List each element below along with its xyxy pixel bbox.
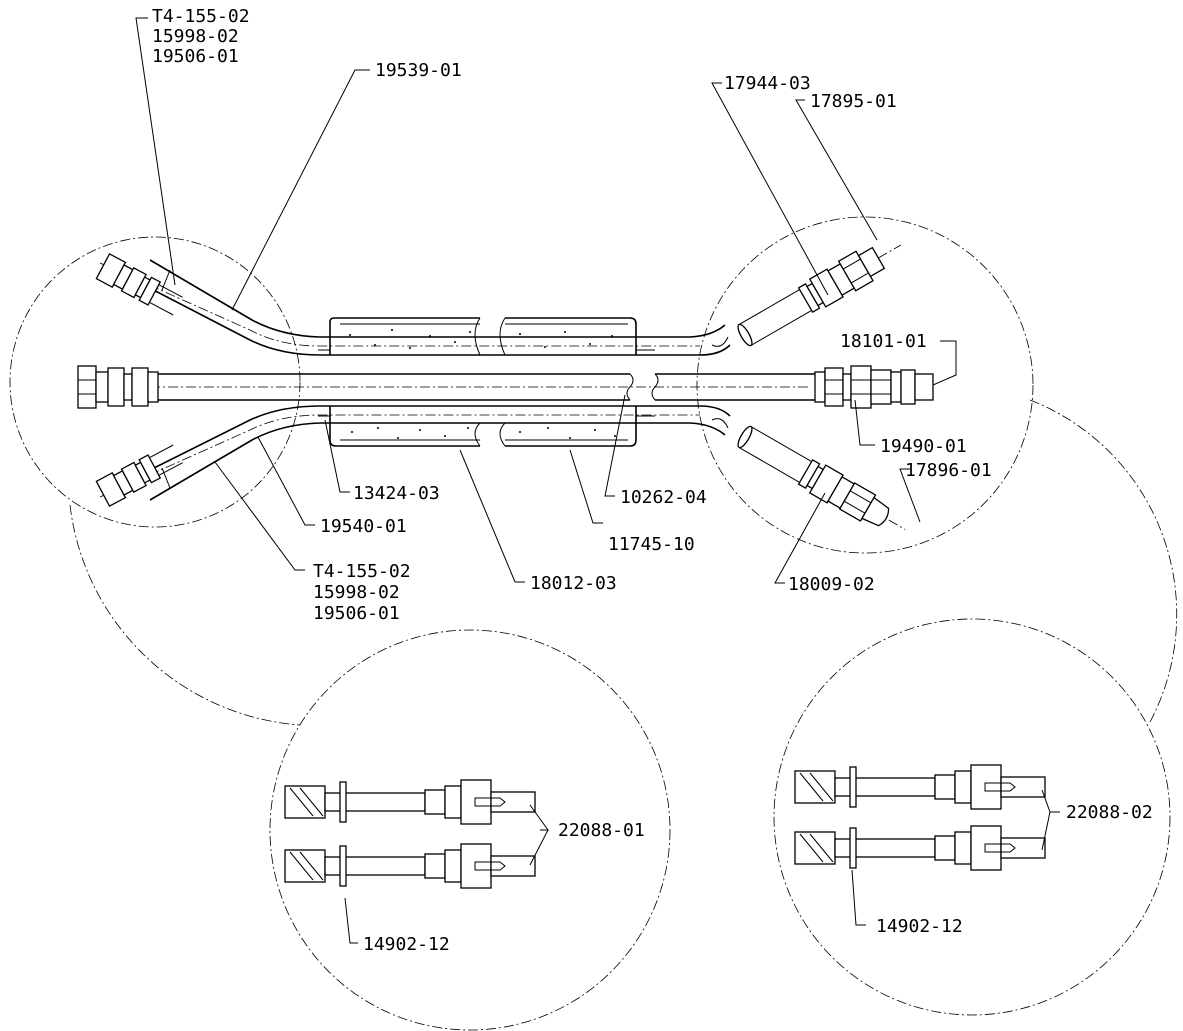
callout-detail-right-label: 22088-02 xyxy=(1066,802,1153,823)
callout-hose-upper: 19539-01 xyxy=(375,60,462,81)
callout-block-top-left: T4-155-02 15998-02 19506-01 xyxy=(152,6,250,67)
detail-right-hose-pair xyxy=(794,764,1046,871)
callout-adapter-right: 18101-01 xyxy=(840,331,927,352)
callout-sleeve-left: 13424-03 xyxy=(353,483,440,504)
callout-detail-left-clamp: 14902-12 xyxy=(363,934,450,955)
detail-circle-left-insulated xyxy=(269,629,671,1031)
callout-bottom-left-line2: 15998-02 xyxy=(313,582,400,603)
callout-top-left-line2: 15998-02 xyxy=(152,26,239,47)
detail-circle-right-end xyxy=(696,216,1034,554)
lower-right-fitting xyxy=(737,425,906,530)
right-end-fitting xyxy=(814,365,934,409)
hose-lower-left xyxy=(99,405,731,501)
callout-center-tube: 10262-04 xyxy=(620,487,707,508)
callout-jacket: 11745-10 xyxy=(608,534,695,555)
callout-fitting-lower-right: 17896-01 xyxy=(905,460,992,481)
insulation-jacket xyxy=(318,317,655,447)
callout-insulation-body: 18012-03 xyxy=(530,573,617,594)
detail-circle-right-insulated xyxy=(773,618,1171,1016)
callout-fitting-upper-right-a: 17944-03 xyxy=(724,73,811,94)
hose-upper-left xyxy=(99,259,731,356)
callout-top-left-line3: 19506-01 xyxy=(152,46,239,67)
callout-top-left-line1: T4-155-02 xyxy=(152,6,250,27)
callout-ferrule-lower-right: 18009-02 xyxy=(788,574,875,595)
upper-left-fitting xyxy=(95,253,183,316)
leader-arc-right xyxy=(1029,399,1178,723)
callout-block-bottom-left: T4-155-02 15998-02 19506-01 xyxy=(313,561,411,624)
lower-left-fitting xyxy=(95,444,183,507)
callout-hose-lower: 19540-01 xyxy=(320,516,407,537)
center-tube xyxy=(150,373,815,401)
callout-detail-right-clamp: 14902-12 xyxy=(876,916,963,937)
leader-lines xyxy=(135,17,1060,944)
callout-bottom-left-line3: 19506-01 xyxy=(313,603,400,624)
detail-left-hose-pair xyxy=(284,779,536,889)
callout-detail-left-label: 22088-01 xyxy=(558,820,645,841)
left-end-fitting xyxy=(77,365,159,409)
callout-bottom-left-line1: T4-155-02 xyxy=(313,561,411,582)
callout-fitting-upper-right-b: 17895-01 xyxy=(810,91,897,112)
tube-break-ends-right xyxy=(711,336,729,429)
callout-nut-right: 19490-01 xyxy=(880,436,967,457)
leader-arc-left xyxy=(69,504,301,726)
upper-right-fitting xyxy=(737,244,902,347)
detail-circle-left-end xyxy=(9,236,301,528)
